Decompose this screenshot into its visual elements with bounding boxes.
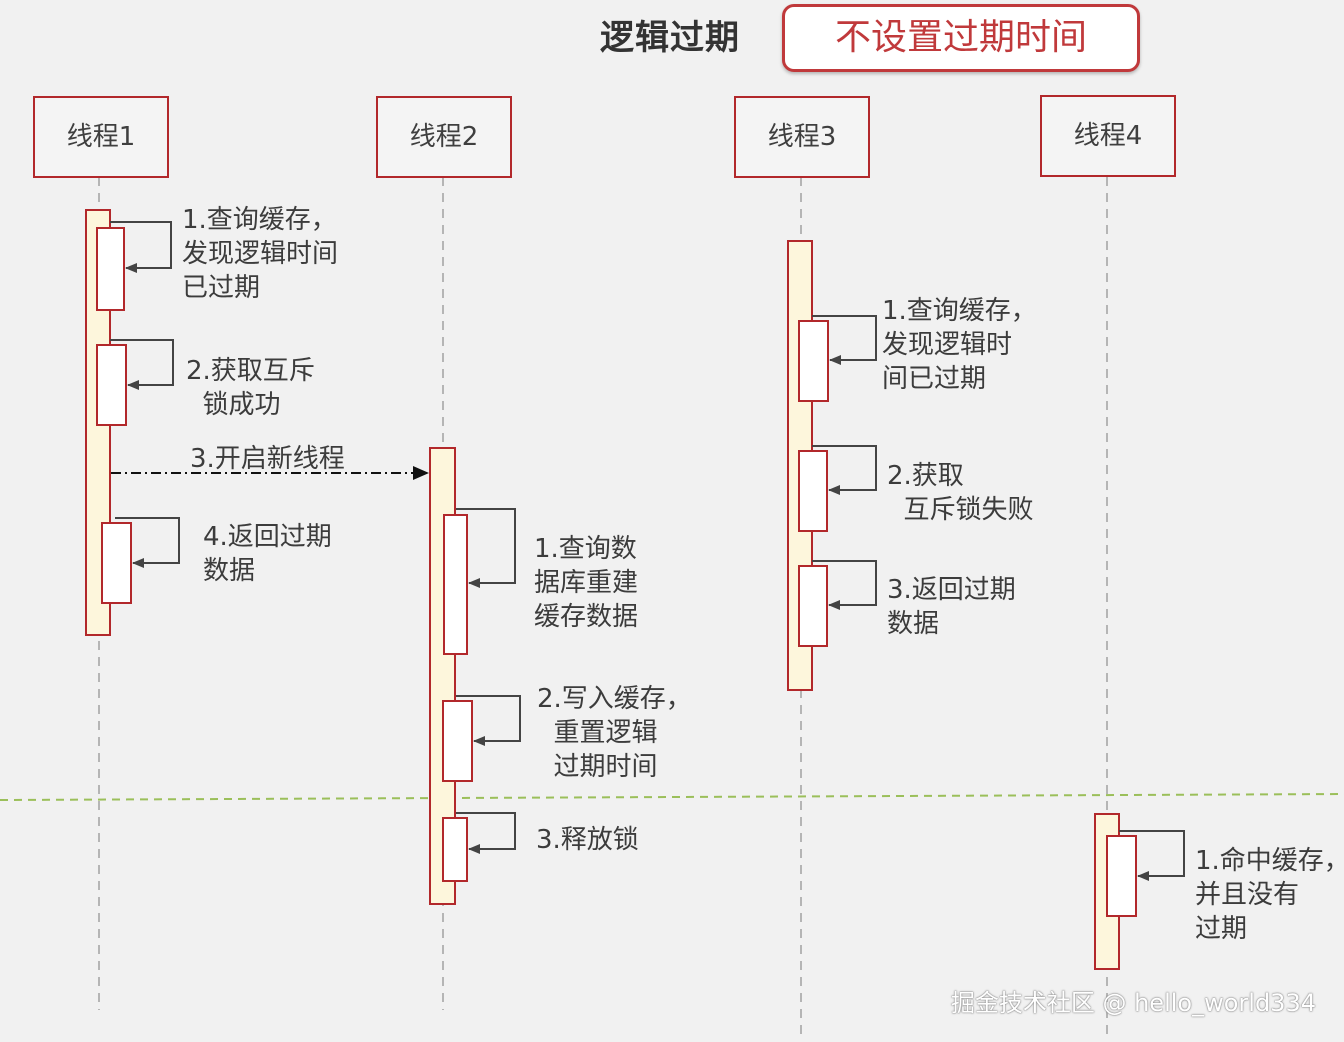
step-label: 3.开启新线程: [190, 442, 345, 476]
label-line: 3.开启新线程: [190, 444, 345, 474]
label-line: 重置逻辑: [537, 718, 658, 748]
thread-4-header: 线程4: [1040, 95, 1176, 177]
label-line: 锁成功: [186, 390, 281, 420]
diagram-title: 逻辑过期: [600, 18, 740, 58]
label-line: 过期时间: [537, 752, 658, 782]
self-call-arrow: [110, 339, 174, 390]
time-divider-line: [0, 793, 1344, 801]
label-line: 数据: [887, 609, 940, 639]
label-line: 3.释放锁: [536, 825, 639, 855]
label-line: 过期: [1195, 914, 1248, 944]
self-call-arrow: [456, 812, 516, 854]
self-call-arrow: [115, 517, 180, 568]
step-label: 1.查询缓存， 发现逻辑时间已过期: [182, 203, 338, 305]
self-call-arrow: [110, 221, 172, 273]
self-call-arrow: [812, 560, 877, 610]
thread-1-header: 线程1: [33, 96, 169, 178]
label-line: 2.获取: [887, 461, 964, 491]
step-label: 2.获取互斥 锁成功: [186, 354, 315, 422]
self-call-box: [798, 320, 829, 402]
thread-3-header: 线程3: [734, 96, 870, 178]
step-label: 1.查询缓存， 发现逻辑时间已过期: [882, 294, 1037, 396]
subtitle-badge: 不设置过期时间: [782, 4, 1140, 72]
label-line: 并且没有: [1195, 880, 1300, 910]
label-line: 1.命中缓存，: [1195, 846, 1344, 876]
self-call-arrow: [456, 695, 521, 746]
step-label: 4.返回过期数据: [203, 520, 332, 588]
label-line: 1.查询数: [534, 534, 637, 564]
label-line: 发现逻辑时: [882, 330, 1013, 360]
self-call-arrow: [812, 445, 877, 495]
self-call-box: [96, 344, 127, 426]
self-call-arrow: [1119, 830, 1185, 881]
step-label: 1.命中缓存， 并且没有过期: [1195, 844, 1344, 946]
step-label: 1.查询数据库重建缓存数据: [534, 532, 638, 634]
step-label: 2.写入缓存， 重置逻辑 过期时间: [537, 682, 692, 784]
label-line: 4.返回过期: [203, 522, 332, 552]
self-call-box: [798, 565, 828, 647]
self-call-box: [96, 227, 125, 311]
self-call-arrow: [456, 508, 516, 588]
label-line: 缓存数据: [534, 602, 639, 632]
label-line: 1.查询缓存，: [882, 296, 1037, 326]
label-line: 2.写入缓存，: [537, 684, 692, 714]
label-line: 互斥锁失败: [887, 495, 1034, 525]
step-label: 3.释放锁: [536, 823, 639, 857]
self-call-box: [442, 700, 473, 782]
self-call-box: [443, 514, 468, 655]
self-call-arrow: [812, 315, 877, 365]
self-call-box: [442, 817, 468, 882]
label-line: 发现逻辑时间: [182, 239, 339, 269]
label-line: 间已过期: [882, 364, 987, 394]
thread-2-header: 线程2: [376, 96, 512, 178]
label-line: 2.获取互斥: [186, 356, 315, 386]
self-call-box: [1106, 835, 1137, 917]
step-label: 2.获取 互斥锁失败: [887, 459, 1034, 527]
label-line: 已过期: [182, 273, 261, 303]
label-line: 1.查询缓存，: [182, 205, 337, 235]
label-line: 据库重建: [534, 568, 639, 598]
label-line: 数据: [203, 556, 256, 586]
self-call-box: [101, 522, 132, 604]
step-label: 3.返回过期数据: [887, 573, 1016, 641]
watermark: 掘金技术社区 @ hello_world334: [950, 989, 1316, 1017]
label-line: 3.返回过期: [887, 575, 1016, 605]
self-call-box: [798, 450, 828, 532]
